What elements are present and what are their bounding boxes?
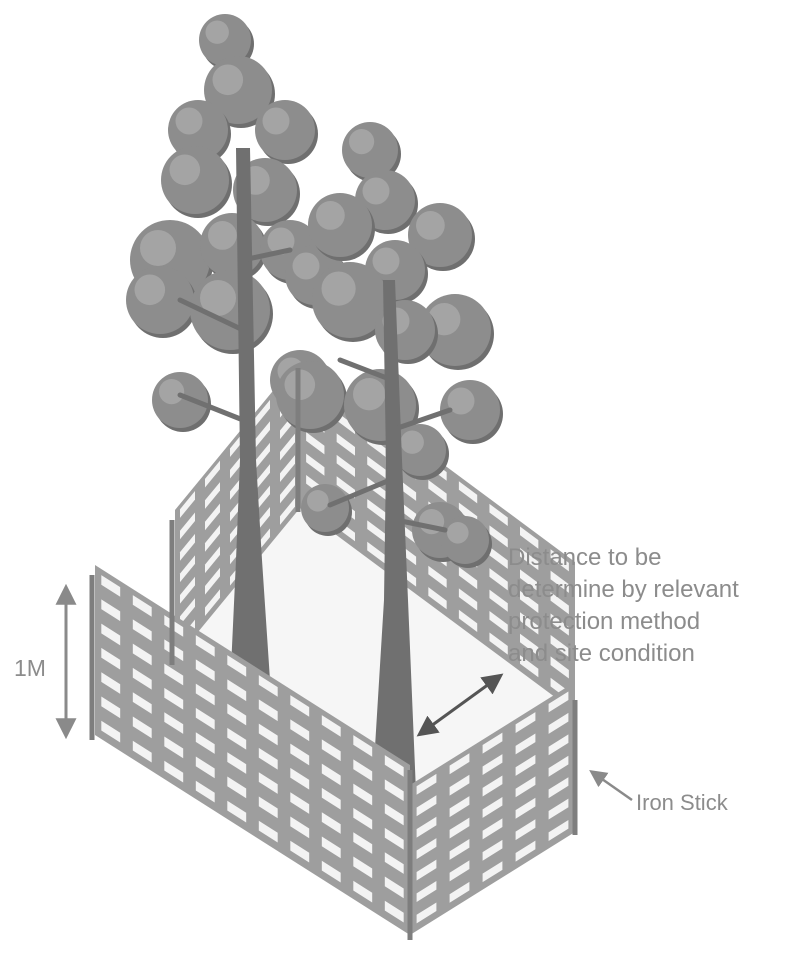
canopy-highlight <box>322 272 356 306</box>
canopy-highlight <box>363 178 390 205</box>
iron-stick-label: Iron Stick <box>636 787 728 819</box>
canopy-highlight <box>213 65 244 96</box>
canopy-highlight <box>349 129 374 154</box>
canopy-highlight <box>447 522 469 544</box>
canopy-highlight <box>373 248 400 275</box>
canopy-highlight <box>170 155 201 186</box>
distance-label-line: Distance to be <box>508 542 739 574</box>
height-label: 1M <box>14 652 46 684</box>
canopy-highlight <box>353 378 385 410</box>
canopy-highlight <box>293 253 320 280</box>
canopy-highlight <box>159 379 184 404</box>
canopy-highlight <box>263 108 290 135</box>
canopy-highlight <box>135 275 166 306</box>
canopy-highlight <box>206 21 229 44</box>
iron-stick-pointer <box>592 772 632 800</box>
canopy-highlight <box>176 108 203 135</box>
canopy-highlight <box>416 211 445 240</box>
distance-label-line: protection method <box>508 606 739 638</box>
canopy-highlight <box>307 490 329 512</box>
distance-label-line: and site condition <box>508 638 739 670</box>
distance-label-line: determine by relevant <box>508 574 739 606</box>
canopy-highlight <box>140 230 176 266</box>
canopy-highlight <box>401 431 424 454</box>
canopy-highlight <box>316 201 345 230</box>
canopy-highlight <box>208 221 237 250</box>
distance-label: Distance to be determine by relevant pro… <box>508 542 739 670</box>
